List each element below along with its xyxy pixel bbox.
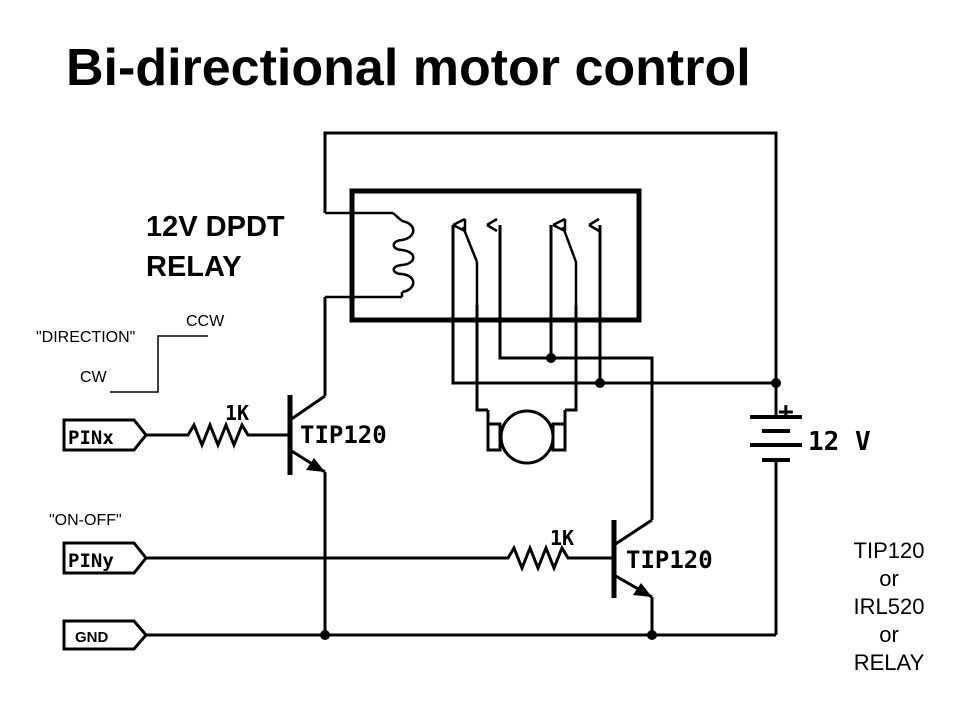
pin-x-label: PINx bbox=[68, 427, 114, 449]
battery-voltage-label: 12 V bbox=[808, 427, 871, 457]
wire-supply-top bbox=[323, 131, 778, 390]
options-note-line: IRL520 bbox=[854, 594, 925, 619]
transistor-q1-label: TIP120 bbox=[300, 421, 387, 449]
junction-dot bbox=[546, 353, 556, 363]
battery-symbol bbox=[750, 390, 802, 635]
relay-box bbox=[349, 188, 642, 323]
direction-label: "DIRECTION" bbox=[36, 329, 135, 346]
page-title: Bi-directional motor control bbox=[66, 39, 751, 97]
ccw-label: CCW bbox=[186, 313, 225, 330]
on-off-label: "ON-OFF" bbox=[49, 512, 122, 529]
transistor-q2 bbox=[606, 518, 654, 635]
options-note-line: RELAY bbox=[854, 650, 925, 675]
transistor-q1 bbox=[280, 297, 327, 635]
relay-contact-pole-1 bbox=[452, 217, 498, 305]
transistor-q2-label: TIP120 bbox=[626, 546, 713, 574]
pin-y-label: PINy bbox=[68, 550, 114, 572]
junction-dot bbox=[647, 630, 657, 640]
relay-label-line2: RELAY bbox=[146, 251, 242, 283]
resistor-1-label: 1K bbox=[225, 401, 249, 425]
resistor-2 bbox=[146, 543, 606, 573]
junction-dot bbox=[595, 378, 605, 388]
resistor-1 bbox=[146, 420, 280, 450]
pin-y-connector bbox=[62, 541, 148, 575]
battery-plus-label: + bbox=[778, 397, 794, 427]
gnd-label: GND bbox=[75, 629, 109, 646]
pin-x-connector bbox=[62, 418, 148, 452]
resistor-2-label: 1K bbox=[550, 526, 574, 550]
junction-dot bbox=[771, 378, 781, 388]
wire-contact-1 bbox=[451, 225, 776, 385]
relay-label-line1: 12V DPDT bbox=[146, 211, 285, 243]
motor-symbol bbox=[475, 305, 578, 465]
gnd-connector bbox=[62, 619, 148, 651]
options-note-line: or bbox=[879, 566, 899, 591]
junction-dot bbox=[320, 630, 330, 640]
relay-coil bbox=[325, 211, 415, 299]
options-note-line: or bbox=[879, 622, 899, 647]
cw-label: CW bbox=[80, 369, 108, 386]
relay-contact-pole-2 bbox=[552, 217, 600, 305]
options-note-line: TIP120 bbox=[854, 538, 925, 563]
direction-waveform bbox=[110, 335, 208, 393]
